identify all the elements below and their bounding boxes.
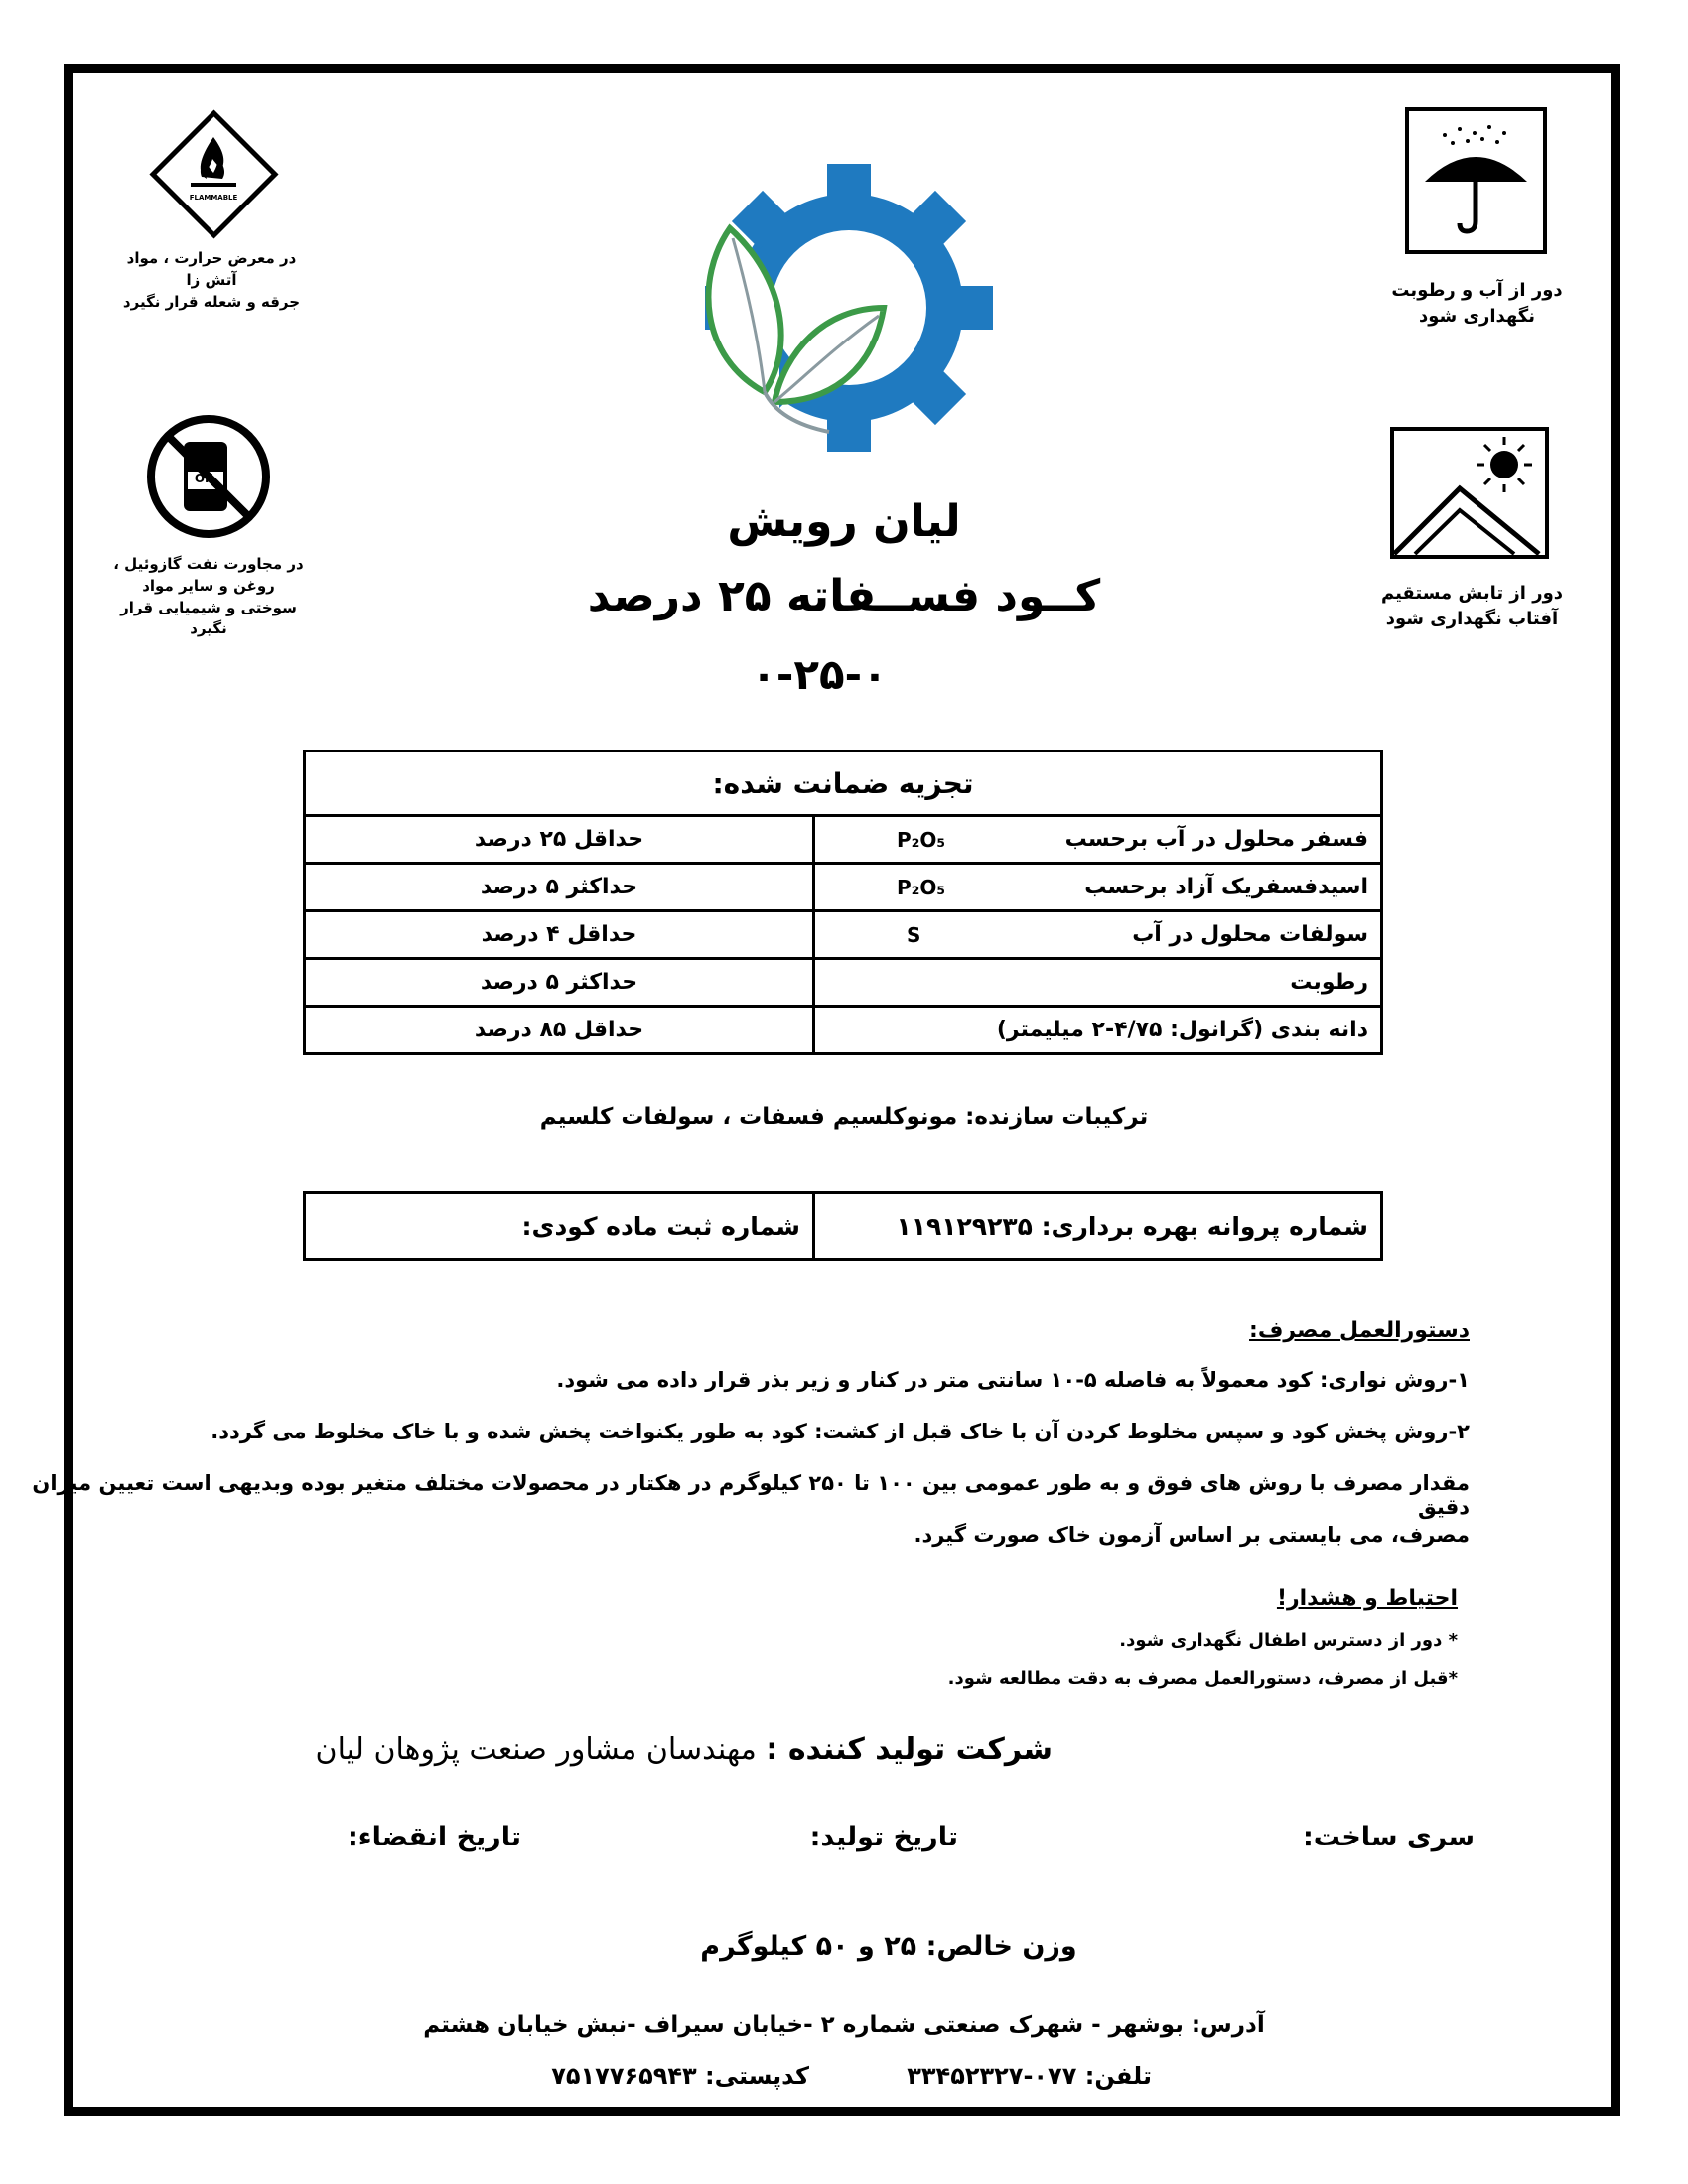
flammable-caption-line: جرقه و شعله قرار نگیرد	[122, 292, 301, 311]
warning-line: *قبل از مصرف، دستورالعمل مصرف به دقت مطا…	[947, 1668, 1458, 1689]
analysis-formula: P₂O₅	[897, 827, 946, 852]
company-logo	[655, 159, 1003, 467]
postal-code: کدپستی: ۷۵۱۷۷۶۵۹۴۳	[551, 2062, 809, 2090]
oil-caption-line: روغن و سایر مواد	[142, 576, 275, 595]
water-caption-line: دور از آب و رطوبت	[1391, 280, 1563, 301]
net-weight: وزن خالص: ۲۵ و ۵۰ کیلوگرم	[700, 1931, 1077, 1962]
analysis-table: تجزیه ضمانت شده: فسفر محلول در آب برحسب P…	[303, 750, 1383, 1055]
flammable-icon: FLAMMABLE	[147, 107, 281, 241]
flammable-sign-label: FLAMMABLE	[189, 194, 238, 202]
table-row: فسفر محلول در آب برحسب P₂O₅ حداقل ۲۵ درصد	[303, 814, 1383, 865]
table-row: دانه بندی (گرانول: ۴/۷۵-۲ میلیمتر) حداقل…	[303, 1005, 1383, 1055]
usage-line: ۲-روش پخش کود و سپس مخلوط کردن آن با خاک…	[211, 1420, 1470, 1443]
analysis-value: حداقل ۲۵ درصد	[474, 827, 644, 852]
sun-caption-line: آفتاب نگهداری شود	[1385, 609, 1559, 630]
oil-caption-line: سوختی و شیمیایی قرار نگیرد	[120, 598, 297, 638]
analysis-value: حداکثر ۵ درصد	[480, 875, 638, 899]
analysis-label: رطوبت	[1290, 970, 1368, 995]
producer: شرکت تولید کننده : مهندسان مشاور صنعت پژ…	[316, 1732, 1053, 1767]
analysis-value: حداقل ۴ درصد	[481, 922, 637, 947]
sun-caption: دور از تابش مستقیم آفتاب نگهداری شود	[1375, 581, 1569, 632]
sun-caption-line: دور از تابش مستقیم	[1380, 583, 1564, 604]
usage-title: دستورالعمل مصرف:	[1249, 1318, 1470, 1343]
expiry-date: تاریخ انقضاء:	[348, 1822, 521, 1852]
address: آدرس: بوشهر - شهرک صنعتی شماره ۲ -خیابان…	[423, 2012, 1265, 2038]
analysis-formula: S	[907, 922, 921, 947]
table-row: رطوبت حداکثر ۵ درصد	[303, 957, 1383, 1008]
analysis-value: حداقل ۸۵ درصد	[474, 1018, 644, 1042]
warning-title: احتیاط و هشدار!	[1276, 1586, 1458, 1611]
production-date: تاریخ تولید:	[809, 1822, 958, 1852]
oil-caption: در مجاورت نفت گازوئیل ، روغن و سایر مواد…	[109, 554, 308, 640]
warning-line: * دور از دسترس اطفال نگهداری شود.	[1119, 1630, 1458, 1651]
analysis-label: فسفر محلول در آب برحسب	[1064, 827, 1368, 852]
page-border	[64, 64, 1620, 2116]
oil-caption-line: در مجاورت نفت گازوئیل ،	[113, 555, 304, 573]
product-formula: ۰-۲۵-۰	[751, 650, 888, 699]
table-row: سولفات محلول در آب S حداقل ۴ درصد	[303, 909, 1383, 960]
composition: ترکیبات سازنده: مونوکلسیم فسفات ، سولفات…	[539, 1104, 1149, 1130]
table-row: اسیدفسفریک آزاد برحسب P₂O₅ حداکثر ۵ درصد	[303, 862, 1383, 912]
no-oil-icon: OIL	[144, 412, 273, 541]
umbrella-icon	[1405, 107, 1547, 254]
permit-number: شماره پروانه بهره برداری: ۱۱۹۱۲۹۲۳۵	[812, 1191, 1383, 1261]
brand-title: لیان رویش	[727, 496, 961, 547]
oil-sign-label: OIL	[194, 472, 217, 485]
water-caption-line: نگهداری شود	[1418, 306, 1536, 328]
analysis-label: دانه بندی (گرانول: ۴/۷۵-۲ میلیمتر)	[996, 1018, 1368, 1042]
analysis-label: سولفات محلول در آب	[1132, 922, 1368, 947]
usage-line: مقدار مصرف با روش های فوق و به طور عمومی…	[32, 1471, 1470, 1519]
license-table: شماره پروانه بهره برداری: ۱۱۹۱۲۹۲۳۵ شمار…	[303, 1191, 1383, 1261]
usage-line: مصرف، می بایستی بر اساس آزمون خاک صورت گ…	[914, 1523, 1470, 1547]
producer-label: شرکت تولید کننده :	[766, 1732, 1053, 1767]
analysis-title: تجزیه ضمانت شده:	[303, 750, 1383, 817]
flammable-caption-line: در معرض حرارت ، مواد آتش زا	[126, 249, 297, 289]
analysis-formula: P₂O₅	[897, 875, 946, 899]
usage-line: ۱-روش نواری: کود معمولاً به فاصله ۵-۱۰ س…	[556, 1368, 1470, 1392]
flammable-caption: در معرض حرارت ، مواد آتش زا جرقه و شعله …	[117, 248, 306, 313]
table-row: شماره پروانه بهره برداری: ۱۱۹۱۲۹۲۳۵ شمار…	[303, 1191, 1383, 1261]
producer-name: مهندسان مشاور صنعت پژوهان لیان	[315, 1732, 757, 1767]
water-caption: دور از آب و رطوبت نگهداری شود	[1385, 278, 1569, 330]
registration-number: شماره ثبت ماده کودی:	[303, 1191, 815, 1261]
sun-icon	[1390, 427, 1549, 559]
analysis-label: اسیدفسفریک آزاد برحسب	[1084, 875, 1368, 899]
analysis-value: حداکثر ۵ درصد	[480, 970, 638, 995]
phone: تلفن: ۰۷۷-۳۳۴۵۲۳۲۷	[907, 2062, 1152, 2090]
product-name: کــود فســفاته ۲۵ درصد	[587, 571, 1101, 621]
batch-series: سری ساخت:	[1302, 1822, 1475, 1852]
